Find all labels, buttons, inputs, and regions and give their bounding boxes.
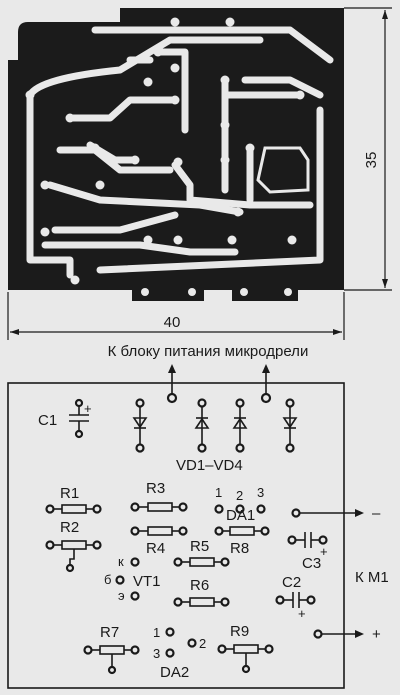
resistor-r1: R1: [45, 485, 102, 514]
c2-label: С2: [282, 574, 301, 591]
resistor-r4: R4: [130, 526, 188, 557]
power-arrows: [168, 364, 270, 395]
r6-label: R6: [190, 577, 209, 594]
r8-label: R8: [230, 540, 249, 557]
vt1-e-label: э: [118, 588, 125, 603]
c3-label: С3: [302, 555, 321, 572]
svg-text:1: 1: [215, 485, 222, 500]
minus-label: –: [372, 505, 381, 522]
resistor-r5: R5: [173, 538, 230, 567]
width-label: 40: [164, 314, 181, 331]
pad: [166, 392, 178, 404]
r4-label: R4: [146, 540, 165, 557]
pad: [260, 392, 272, 404]
r1-label: R1: [60, 485, 79, 502]
regulator-da2: 1 2 3 DA2: [153, 625, 206, 681]
transistor-vt1: к б VT1 э: [104, 554, 161, 603]
svg-text:1: 1: [153, 625, 160, 640]
diode-bridge: VD1–VD4: [132, 398, 298, 474]
capacitor-c1: С1 +: [38, 398, 92, 439]
resistor-r9: R9: [217, 623, 274, 674]
resistor-r7: R7: [83, 624, 140, 675]
r9-label: R9: [230, 623, 249, 640]
diode-vd1: [132, 398, 148, 453]
dimension-width: 40: [7, 292, 345, 340]
svg-text:3: 3: [153, 646, 160, 661]
capacitor-c3: С3 +: [287, 532, 328, 572]
diode-vd2: [194, 398, 210, 453]
resistor-r8: R8: [214, 526, 270, 557]
resistor-r3: R3: [130, 480, 188, 512]
r2-label: R2: [60, 519, 79, 536]
da1-label: DA1: [226, 507, 255, 524]
r5-label: R5: [190, 538, 209, 555]
svg-text:2: 2: [236, 488, 243, 503]
power-caption: К блоку питания микродрели: [108, 343, 309, 360]
vt1-b-label: б: [104, 572, 111, 587]
pcb-copper-layout: [8, 8, 344, 301]
motor-label: К М1: [355, 569, 389, 586]
regulator-da1: 1 2 3 DA1: [214, 485, 266, 524]
dimension-height: 35: [344, 7, 392, 291]
svg-text:+: +: [320, 544, 328, 559]
svg-text:3: 3: [257, 485, 264, 500]
motor-output: – + К М1: [291, 505, 389, 643]
r3-label: R3: [146, 480, 165, 497]
svg-text:+: +: [298, 606, 306, 621]
vt1-k-label: к: [118, 554, 124, 569]
capacitor-c2: С2 +: [275, 574, 316, 621]
c1-label: С1: [38, 412, 57, 429]
pcb-pads: [25, 17, 305, 285]
r7-label: R7: [100, 624, 119, 641]
resistor-r2: R2: [45, 519, 102, 573]
component-board-outline: [7, 382, 345, 689]
vt1-label: VT1: [133, 573, 161, 590]
svg-text:2: 2: [199, 636, 206, 651]
svg-text:+: +: [84, 401, 92, 416]
plus-label: +: [372, 626, 381, 643]
da2-label: DA2: [160, 664, 189, 681]
pcb-connector-right: [232, 283, 298, 301]
pcb-connector-left: [132, 283, 204, 301]
diode-vd4: [282, 398, 298, 453]
diodes-label: VD1–VD4: [176, 457, 243, 474]
height-label: 35: [363, 152, 380, 169]
diode-vd3: [232, 398, 248, 453]
resistor-r6: R6: [173, 577, 230, 607]
pcb-isolation-gaps: [26, 26, 334, 279]
